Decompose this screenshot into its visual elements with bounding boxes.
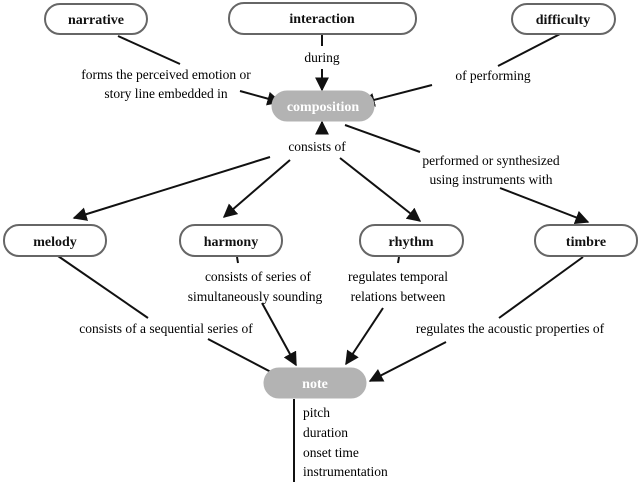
note-attribute-pitch: pitch <box>303 405 330 420</box>
edge-label-timbre-line1: performed or synthesized <box>422 153 559 168</box>
edge-consists-harmony-arrow <box>222 159 291 218</box>
node-harmony: harmony <box>179 224 283 257</box>
note-attribute-duration: duration <box>303 425 348 440</box>
node-harmony-label: harmony <box>204 235 258 250</box>
edge-label-consists-of: consists of <box>288 139 346 154</box>
edge-label-timbre-line2: using instruments with <box>429 172 552 187</box>
edge-label-harmony-line2: simultaneously sounding <box>188 289 323 304</box>
edge-label-of-performing: of performing <box>455 68 531 83</box>
edge-consists-rhythm-arrow <box>339 157 422 222</box>
edge-label-during: during <box>304 50 339 65</box>
edge-difficulty-segment <box>497 33 561 67</box>
node-rhythm-label: rhythm <box>388 235 433 250</box>
edge-timbre-note-segment <box>498 256 584 319</box>
note-attribute-instrumentation: instrumentation <box>303 464 388 479</box>
edge-composition-timbre-segment <box>344 124 421 153</box>
edge-label-rhythm-line1: regulates temporal <box>348 269 448 284</box>
node-note-label: note <box>302 377 328 392</box>
note-attribute-onset-time: onset time <box>303 445 359 460</box>
edge-label-harmony-line1: consists of series of <box>205 269 312 284</box>
node-interaction-label: interaction <box>289 12 355 27</box>
edge-timbre-note-arrow <box>368 341 447 382</box>
node-note: note <box>263 367 367 399</box>
edge-label-timbre-note: regulates the acoustic properties of <box>416 321 605 336</box>
node-interaction: interaction <box>228 2 417 35</box>
node-composition-label: composition <box>287 100 360 115</box>
edge-rhythm-arrow <box>345 307 384 366</box>
node-melody-label: melody <box>33 235 77 250</box>
edge-label-narrative-line2: story line embedded in <box>104 86 228 101</box>
node-composition: composition <box>271 90 375 122</box>
node-narrative: narrative <box>44 3 148 35</box>
edge-difficulty-arrow <box>360 84 433 107</box>
node-difficulty-label: difficulty <box>536 13 590 28</box>
node-rhythm: rhythm <box>359 224 464 257</box>
edge-label-melody-note: consists of a sequential series of <box>79 321 253 336</box>
node-narrative-label: narrative <box>68 13 124 28</box>
edge-narrative-segment <box>117 35 181 65</box>
edge-consists-melody-arrow <box>72 156 271 221</box>
node-timbre: timbre <box>534 224 638 257</box>
note-attributes-list: pitch duration onset time instrumentatio… <box>303 405 388 479</box>
node-difficulty: difficulty <box>511 3 616 35</box>
edge-melody-segment <box>57 255 149 319</box>
edge-label-narrative-line1: forms the perceived emotion or <box>81 67 251 82</box>
edge-label-rhythm-line2: relations between <box>351 289 446 304</box>
node-timbre-label: timbre <box>566 235 606 250</box>
node-melody: melody <box>3 224 107 257</box>
edge-harmony-tick <box>236 256 239 264</box>
edge-rhythm-tick <box>397 256 400 264</box>
edge-harmony-arrow <box>261 302 297 367</box>
edge-timbre-arrow <box>499 187 590 224</box>
